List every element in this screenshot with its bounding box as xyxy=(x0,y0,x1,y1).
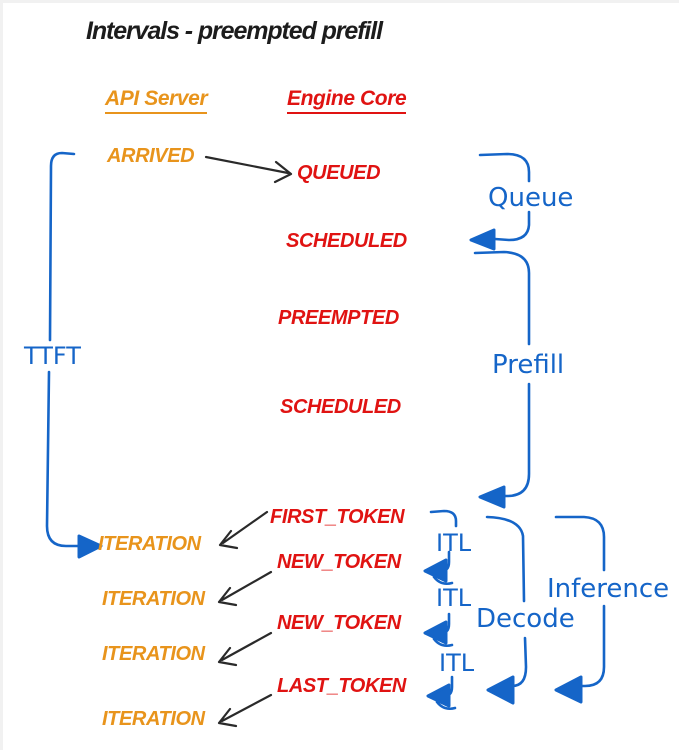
column-header-api-server: API Server xyxy=(105,87,208,114)
ttft-bracket-bottom xyxy=(45,370,81,548)
prefill-arrowhead-icon xyxy=(478,485,506,509)
queue-arrowhead-icon xyxy=(469,228,496,251)
interval-label-queue: Queue xyxy=(488,183,574,213)
queue-bracket-bottom xyxy=(493,210,531,242)
event-scheduled-1: SCHEDULED xyxy=(286,230,407,252)
event-iteration-1: ITERATION xyxy=(98,533,201,555)
page-title: Intervals - preempted prefill xyxy=(86,17,383,45)
interval-label-prefill: Prefill xyxy=(492,350,565,380)
decode-bracket-top xyxy=(485,515,526,603)
event-iteration-2: ITERATION xyxy=(102,588,205,610)
arrow-firsttoken-to-iteration xyxy=(218,510,269,550)
prefill-bracket-top xyxy=(473,250,531,346)
itl-arrow-tail-2 xyxy=(439,612,451,635)
itl-arrow-flourish-2 xyxy=(432,637,454,648)
arrow-lasttoken-to-iteration xyxy=(217,693,273,728)
event-new-token-2: NEW_TOKEN xyxy=(277,612,401,634)
inference-bracket-top xyxy=(554,515,606,572)
event-queued: QUEUED xyxy=(297,162,381,184)
itl-arrow-flourish-1 xyxy=(432,575,454,586)
event-scheduled-2: SCHEDULED xyxy=(280,396,401,418)
decode-arrowhead-icon xyxy=(486,675,515,705)
itl-arrowhead-2-icon xyxy=(423,620,448,645)
itl-arrowhead-1-icon xyxy=(423,558,448,583)
decode-bracket-bottom xyxy=(510,636,528,688)
interval-label-itl-2: ITL xyxy=(436,584,472,612)
event-iteration-3: ITERATION xyxy=(102,643,205,665)
interval-label-decode: Decode xyxy=(476,604,575,634)
inference-bracket-bottom xyxy=(580,604,606,688)
event-new-token-1: NEW_TOKEN xyxy=(277,551,401,573)
queue-bracket-top xyxy=(478,152,531,183)
event-iteration-4: ITERATION xyxy=(102,708,205,730)
arrow-newtoken2-to-iteration xyxy=(217,631,273,667)
interval-label-ttft: TTFT xyxy=(24,342,81,370)
interval-label-itl-1: ITL xyxy=(436,529,472,557)
itl-arrow-flourish-3 xyxy=(435,700,457,711)
event-preempted: PREEMPTED xyxy=(278,307,399,329)
arrow-arrived-to-queued xyxy=(204,155,293,184)
inference-arrowhead-icon xyxy=(554,675,583,704)
event-last-token: LAST_TOKEN xyxy=(277,675,406,697)
itl-bracket-top xyxy=(429,509,458,528)
prefill-bracket-bottom xyxy=(502,382,531,498)
column-header-engine-core: Engine Core xyxy=(287,87,407,114)
interval-label-inference: Inference xyxy=(547,574,670,604)
event-first-token: FIRST_TOKEN xyxy=(270,506,405,528)
event-arrived: ARRIVED xyxy=(107,145,195,167)
itl-arrowhead-3-icon xyxy=(426,683,451,708)
itl-arrow-tail-3 xyxy=(442,675,454,698)
arrow-newtoken1-to-iteration xyxy=(217,570,273,607)
ttft-bracket-top xyxy=(48,151,76,342)
interval-label-itl-3: ITL xyxy=(439,649,475,677)
